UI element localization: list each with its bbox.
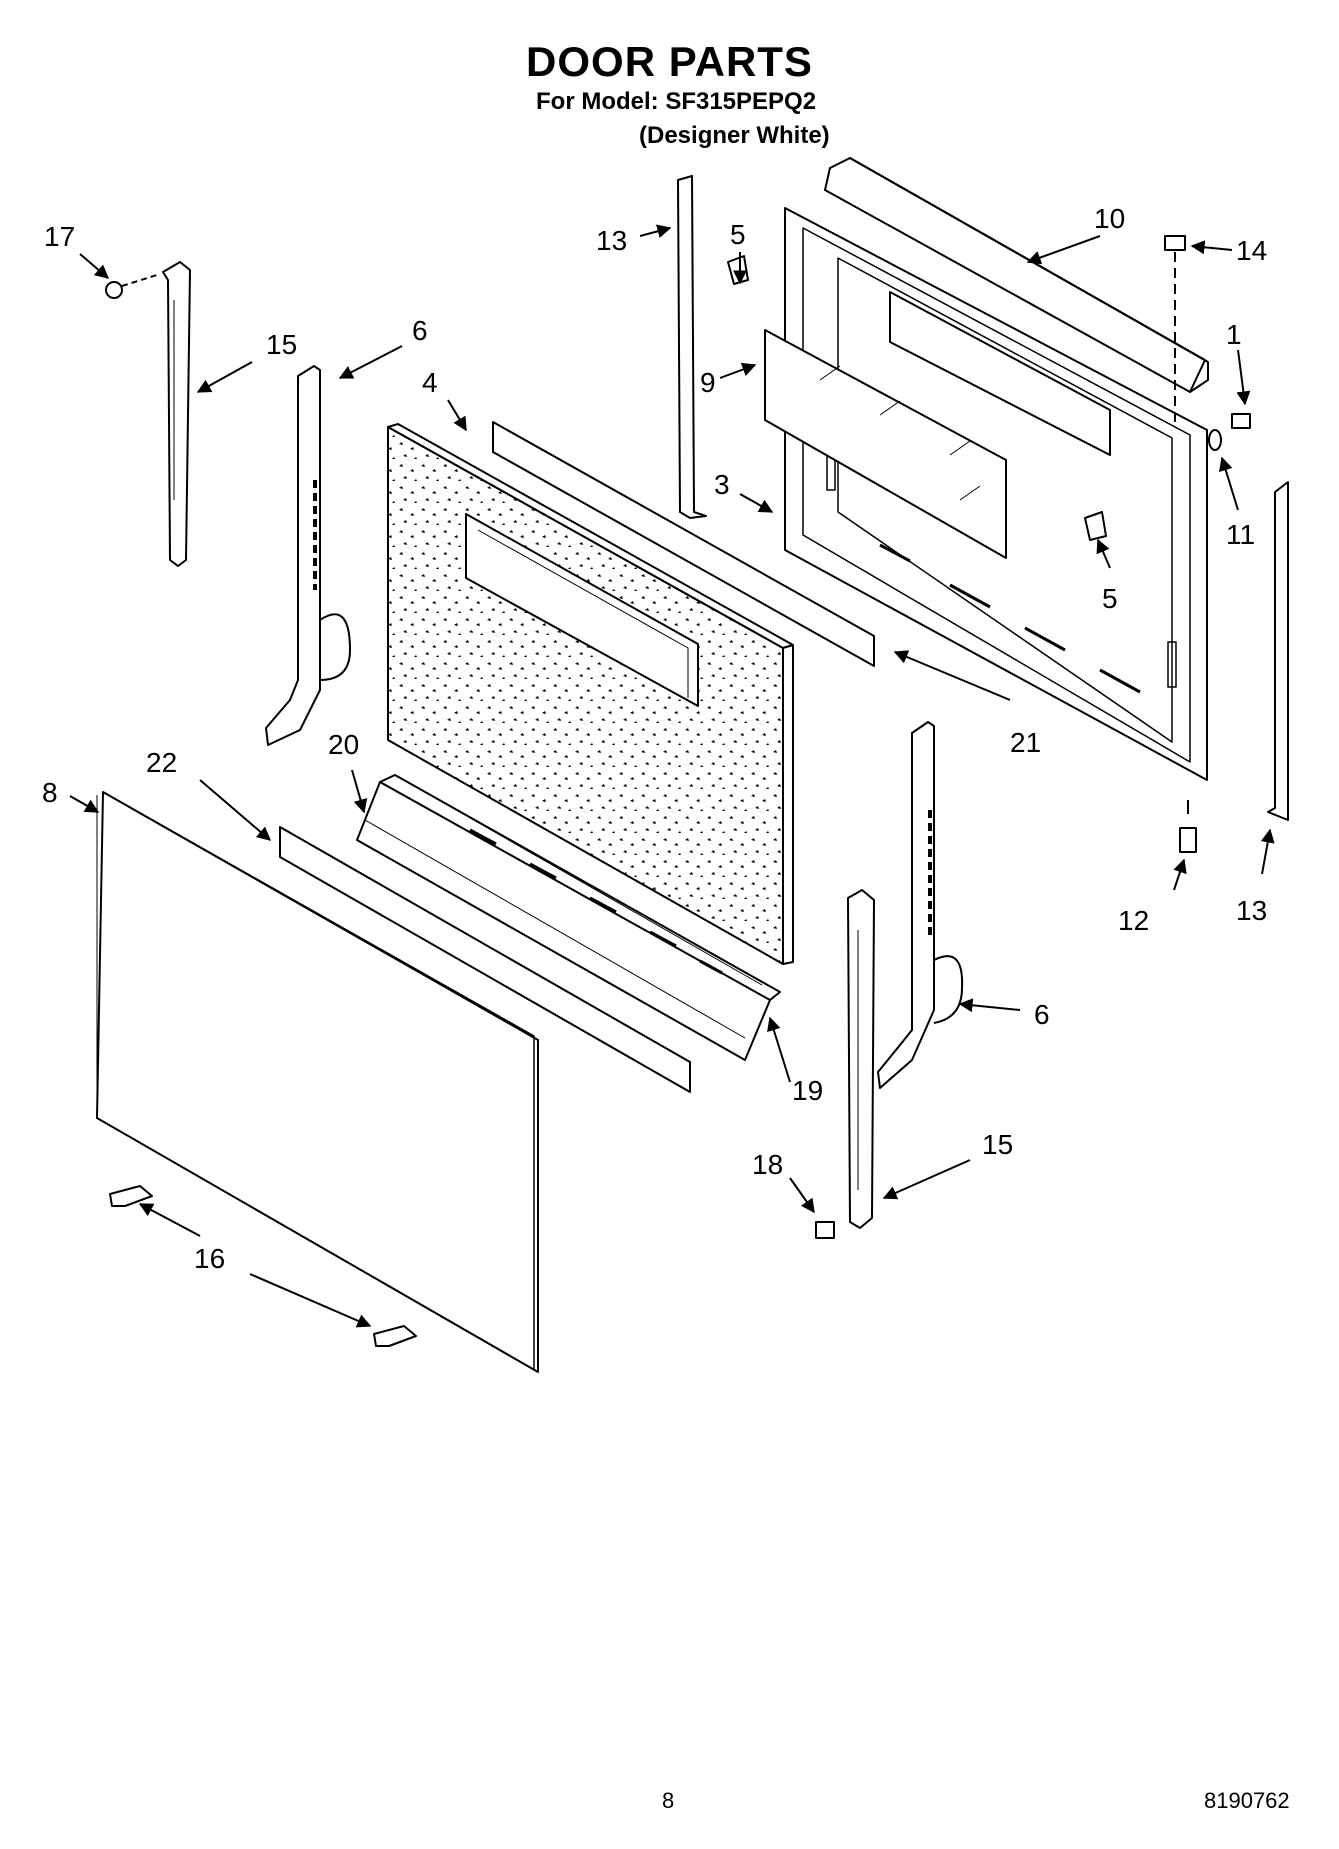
leader-21 — [893, 650, 1011, 701]
leader-13-left — [639, 224, 672, 239]
leader-16-left — [138, 1203, 201, 1237]
callout-21: 21 — [1010, 727, 1041, 758]
callout-13-right: 13 — [1236, 895, 1267, 926]
rail-13-right — [1267, 481, 1289, 821]
clip-16-left — [109, 1185, 153, 1207]
document-number: 8190762 — [1204, 1788, 1290, 1813]
leader-11 — [1219, 456, 1239, 511]
leader-20 — [351, 769, 368, 814]
callout-19: 19 — [792, 1075, 823, 1106]
callout-1: 1 — [1226, 319, 1242, 350]
callout-5-upper: 5 — [730, 219, 746, 250]
callout-20: 20 — [328, 729, 359, 760]
callout-12: 12 — [1118, 905, 1149, 936]
insulation-panel — [387, 423, 794, 965]
hinge-channel-15-right — [847, 889, 875, 1229]
screw-14 — [1164, 235, 1186, 422]
screw-1 — [1208, 413, 1251, 451]
callout-6-right: 6 — [1034, 999, 1050, 1030]
rail-13-left — [677, 175, 707, 519]
callout-14: 14 — [1236, 235, 1267, 266]
leader-19 — [767, 1016, 791, 1083]
leader-14 — [1190, 240, 1233, 255]
leader-15-left — [196, 361, 253, 393]
leader-5-lower — [1096, 538, 1111, 569]
callout-6-left: 6 — [412, 315, 428, 346]
screw-17 — [105, 273, 161, 299]
leader-10 — [1026, 235, 1101, 265]
callout-10: 10 — [1094, 203, 1125, 234]
outer-glass-panel — [96, 791, 539, 1373]
page-number: 8 — [662, 1788, 675, 1813]
clip-16-right — [373, 1325, 417, 1347]
callout-16: 16 — [194, 1243, 225, 1274]
leader-15-right — [882, 1159, 971, 1200]
model-line: For Model: SF315PEPQ2 — [536, 88, 817, 115]
leader-16-right — [249, 1273, 372, 1328]
hinge-6-left — [265, 365, 351, 746]
callout-17: 17 — [44, 221, 75, 252]
callout-11: 11 — [1226, 519, 1255, 550]
leader-17 — [79, 253, 110, 279]
leader-22 — [199, 779, 272, 841]
leader-9 — [719, 362, 757, 379]
callout-5-lower: 5 — [1102, 583, 1118, 614]
hinge-channel-15-left — [162, 261, 191, 567]
callout-8: 8 — [42, 777, 58, 808]
leader-1 — [1236, 349, 1251, 406]
page-title: DOOR PARTS — [526, 38, 813, 85]
callout-3: 3 — [714, 469, 730, 500]
leader-12 — [1173, 858, 1187, 891]
strip-22 — [279, 826, 691, 1093]
callout-22: 22 — [146, 747, 177, 778]
leader-6-left — [338, 345, 403, 379]
screw-12 — [1179, 800, 1197, 853]
screw-18 — [815, 1221, 835, 1239]
leader-4 — [447, 399, 467, 432]
variant-line: (Designer White) — [639, 122, 830, 149]
leader-6-right — [958, 998, 1021, 1013]
callout-4: 4 — [422, 367, 438, 398]
hinge-6-right — [877, 721, 964, 1089]
callout-13-left: 13 — [596, 225, 627, 256]
clip-5-upper — [727, 255, 749, 285]
window-glass — [764, 329, 1007, 559]
callout-15-left: 15 — [266, 329, 297, 360]
strip-21 — [492, 421, 875, 667]
clip-5-lower — [1084, 511, 1107, 541]
leader-18 — [789, 1177, 815, 1214]
callout-18: 18 — [752, 1149, 783, 1180]
leader-3 — [739, 493, 774, 513]
leader-8 — [69, 795, 100, 813]
leader-13-right — [1260, 828, 1275, 875]
callout-9: 9 — [700, 367, 716, 398]
callout-15-right: 15 — [982, 1129, 1013, 1160]
door-bottom-vent — [356, 774, 781, 1061]
